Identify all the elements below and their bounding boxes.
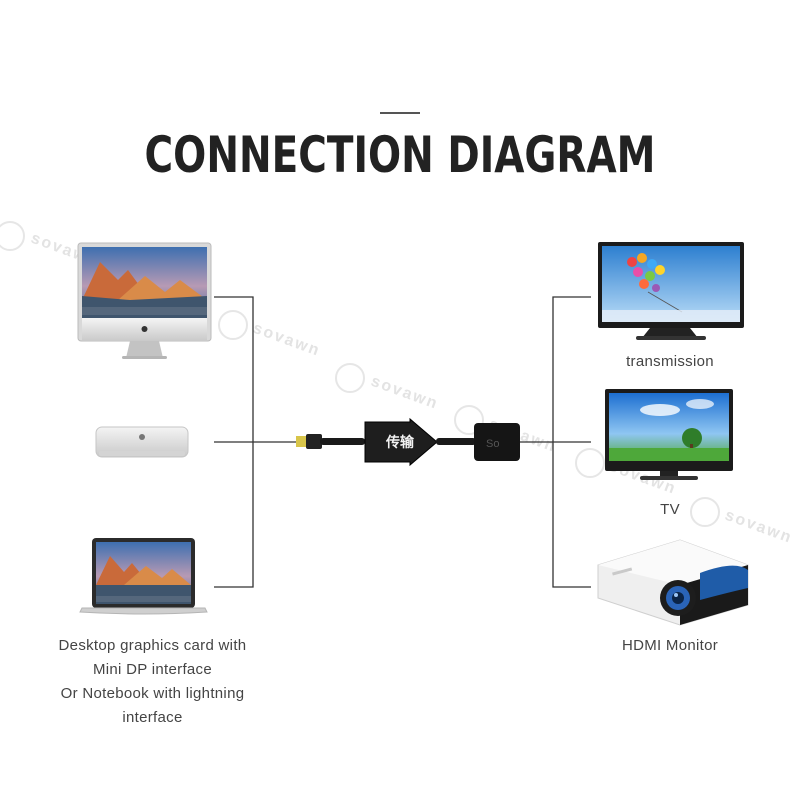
source-caption-line-4: interface (122, 709, 183, 726)
adapter-label: 传输 (385, 434, 415, 451)
connector-lines (214, 296, 591, 588)
tv-icon (605, 389, 733, 480)
hdmi-adapter-box (474, 423, 520, 461)
adapter-box-brand: So (486, 438, 499, 450)
watermark-2: sovawn (218, 310, 323, 360)
source-caption-line-2: Mini DP interface (92, 661, 213, 678)
imac-desktop-icon (77, 242, 212, 359)
hdtv-display-icon (598, 242, 744, 340)
target-label-hdmi-monitor: HDMI Monitor (621, 637, 719, 654)
watermark-3: sovawn (335, 363, 441, 413)
target-label-tv: TV (660, 501, 680, 518)
target-label-transmission: transmission (626, 353, 714, 370)
source-caption: Desktop graphics card with Mini DP inter… (20, 634, 285, 730)
source-caption-line-3: Or Notebook with lightning (60, 685, 245, 702)
cable-right (436, 438, 476, 445)
watermark-text-3: sovawn (369, 373, 441, 413)
target-bracket-line (552, 296, 591, 588)
source-caption-line-1: Desktop graphics card with (58, 637, 247, 654)
mini-dp-plug-head (306, 434, 322, 449)
page-title: CONNECTION DIAGRAM (144, 126, 656, 184)
macbook-notebook-icon (79, 538, 208, 615)
watermark-text-2: sovawn (251, 320, 323, 360)
direction-arrow (364, 417, 438, 467)
title-rule (380, 112, 420, 114)
mac-mini-icon (95, 426, 189, 458)
cable-left (320, 438, 365, 445)
mini-dp-adapter: 传输 So (296, 417, 520, 467)
balloons-image (627, 253, 683, 313)
mini-dp-plug-tip (296, 436, 308, 447)
hdmi-projector-icon (597, 539, 749, 626)
